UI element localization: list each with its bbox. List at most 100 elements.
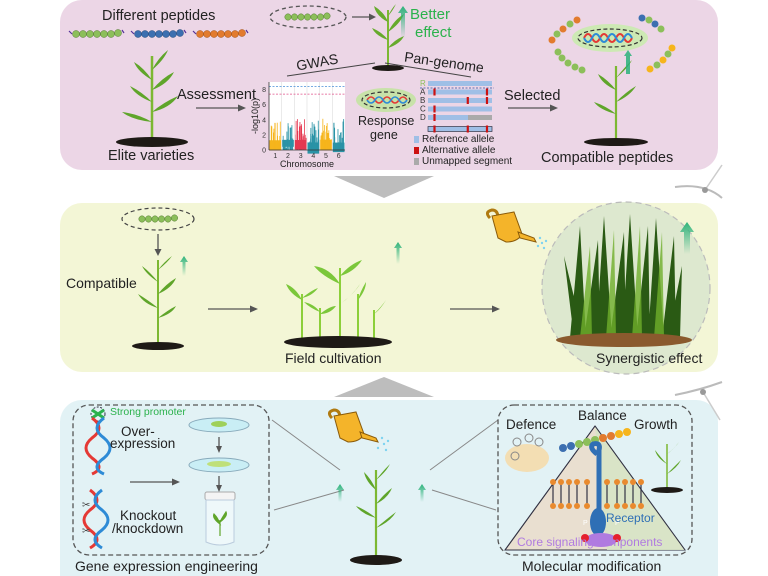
molecular-modification-label: Molecular modification (522, 558, 662, 574)
snp-point (282, 135, 284, 150)
x-tick-label: 2 (286, 153, 290, 160)
snp-point (300, 142, 302, 150)
chromosome-block (294, 140, 307, 150)
watering-can-icon (327, 408, 390, 452)
elite-varieties-label: Elite varieties (108, 148, 195, 164)
snp-point (311, 147, 313, 150)
watering-can-icon (485, 208, 548, 250)
peptide-ellipse-icon (121, 207, 195, 231)
knockout-dna-icon: ✂ ✂ (82, 488, 110, 550)
y-tick-label: 6 (262, 102, 266, 109)
snp-point (276, 122, 278, 150)
selected-label: Selected (504, 88, 561, 104)
snp-point (287, 126, 289, 150)
snp-point (299, 126, 300, 150)
better-effect-label-line2: effect (415, 24, 452, 41)
snp-point (323, 125, 325, 150)
peptide-chain-orange-icon (192, 29, 249, 38)
snp-point (279, 121, 281, 150)
core-signaling-label: Core signaling components (517, 535, 663, 549)
snp-point (341, 146, 343, 150)
snp-point (316, 137, 318, 150)
defence-label: Defence (506, 417, 557, 432)
pan-genome-row-label: R (420, 79, 426, 88)
field-cultivation-label: Field cultivation (285, 350, 382, 366)
snp-point (290, 138, 292, 150)
snp-point (299, 124, 301, 150)
alternative-allele-mark (466, 97, 469, 104)
legend-item-reference: Reference allele (414, 134, 512, 145)
snp-point (342, 121, 344, 150)
connector-lines (271, 419, 499, 511)
branch-lines (286, 62, 472, 78)
knockout-label-line1: Knockout (120, 508, 177, 523)
compatible-label: Compatible (66, 275, 137, 291)
snp-point (317, 120, 319, 150)
snp-point (287, 148, 289, 150)
x-tick-label: 5 (324, 153, 328, 160)
legend-swatch-alternative (414, 147, 419, 154)
snp-point (279, 135, 281, 150)
snp-point (292, 138, 294, 150)
snp-point (298, 142, 300, 150)
response-gene-dna-icon (356, 88, 416, 112)
down-arrow-small-icon (154, 234, 162, 256)
snp-point (318, 139, 320, 150)
snp-point (310, 134, 312, 150)
snp-point (284, 140, 286, 150)
compatible-plant-icon (132, 256, 184, 350)
alternative-allele-mark (466, 125, 469, 133)
svg-text:✂: ✂ (82, 500, 90, 511)
phospho-label-left: P (583, 520, 588, 527)
snp-point (339, 135, 340, 150)
snp-point (328, 138, 330, 150)
reference-bar (428, 98, 492, 103)
growth-label: Growth (634, 417, 678, 432)
consensus-bar (427, 126, 493, 132)
snp-point (337, 147, 339, 150)
down-arrow-icon (334, 176, 434, 198)
snp-point (312, 135, 314, 150)
growth-arrow-icon (418, 484, 426, 502)
gene-expression-box (72, 404, 270, 556)
unmapped-segment (468, 115, 492, 120)
snp-point (297, 130, 299, 150)
snp-point (304, 119, 305, 150)
snp-point (309, 148, 311, 150)
overexpression-label-line2: expression (110, 436, 176, 451)
snp-point (320, 135, 322, 150)
decorative-arc-top (674, 164, 723, 199)
molecular-modification-box (497, 404, 693, 556)
allele-legend: Reference allele Alternative allele Unma… (414, 134, 512, 167)
snp-point (335, 147, 337, 150)
legend-item-alternative: Alternative allele (414, 145, 512, 156)
alternative-allele-mark (433, 114, 436, 121)
snp-point (313, 124, 315, 150)
different-peptides-label: Different peptides (102, 8, 216, 24)
petri-dish-callus-icon (188, 457, 250, 473)
selected-peptide-icon (269, 5, 347, 29)
response-gene-label-line2: gene (370, 128, 398, 142)
growth-arrow-icon (394, 242, 402, 264)
y-tick-label: 4 (262, 117, 266, 124)
snp-point (325, 140, 326, 150)
snp-point (286, 131, 288, 150)
snp-point (334, 137, 336, 150)
snp-point (285, 148, 287, 150)
alternative-allele-mark (433, 125, 436, 133)
snp-point (300, 126, 302, 150)
arrow-right-icon (450, 305, 500, 313)
snp-point (315, 130, 317, 150)
selected-arrow-icon (508, 104, 558, 112)
decorative-arc-bottom (674, 381, 723, 421)
snp-point (327, 133, 329, 150)
snp-point (271, 126, 273, 150)
pan-genome-row-label: B (420, 96, 425, 105)
x-tick-label: 6 (337, 153, 341, 160)
snp-point (287, 149, 289, 150)
field-cultivation-seedlings-icon (284, 260, 392, 348)
growth-arrow-icon (398, 6, 408, 38)
x-tick-label: 1 (273, 153, 277, 160)
snp-point (295, 143, 297, 150)
